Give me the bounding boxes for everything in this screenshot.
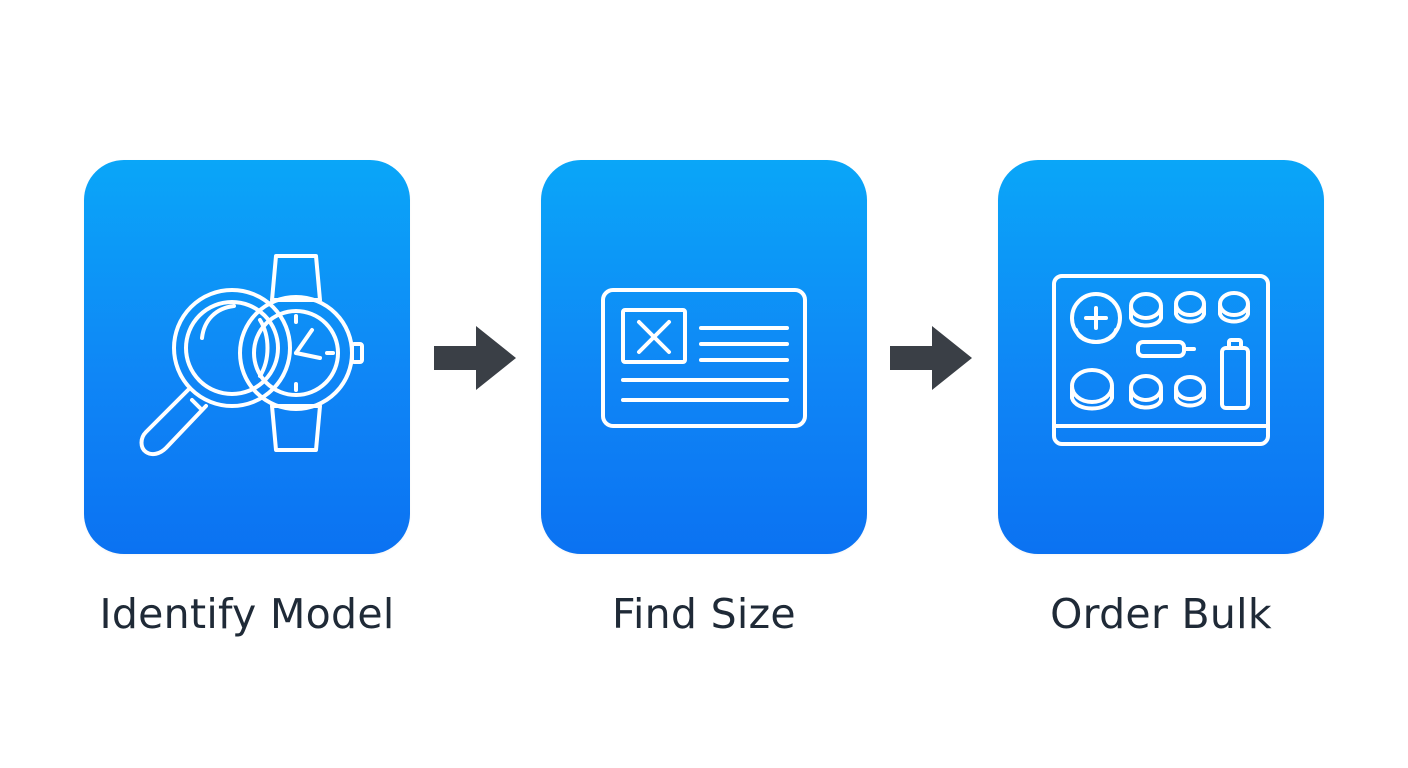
step-label-identify-model: Identify Model [99, 590, 395, 638]
arrow-right-icon [890, 326, 972, 390]
step-label-find-size: Find Size [612, 590, 796, 638]
step-card-find-size [541, 160, 867, 554]
battery-tray-icon [1052, 274, 1270, 446]
spec-card-icon [601, 288, 807, 428]
step-card-order-bulk [998, 160, 1324, 554]
magnifier-watch-icon [139, 254, 364, 457]
arrow-right-icon [434, 326, 516, 390]
step-card-identify-model [84, 160, 410, 554]
step-label-order-bulk: Order Bulk [1050, 590, 1272, 638]
